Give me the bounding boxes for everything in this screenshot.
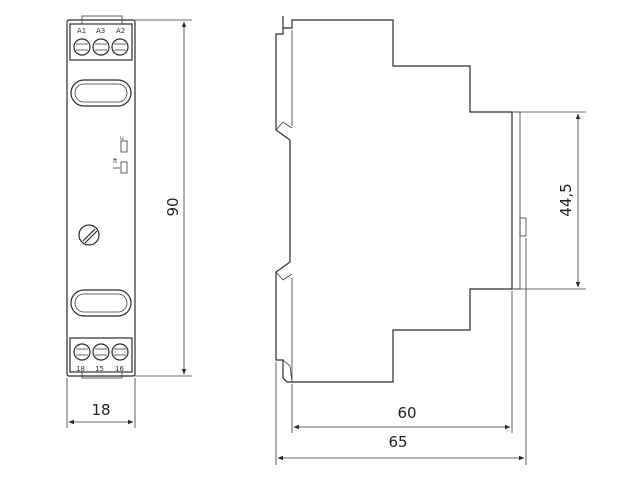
terminal-label-a1: A1 xyxy=(77,27,86,35)
din-clip-detail xyxy=(275,121,293,281)
bottom-screw-terminals xyxy=(73,343,129,361)
dimension-label-65: 65 xyxy=(388,433,407,451)
indicator-ft xyxy=(120,161,128,174)
dimension-label-90: 90 xyxy=(164,197,182,216)
top-screw-terminals xyxy=(73,38,129,56)
bottom-clip xyxy=(81,371,123,379)
top-clip xyxy=(81,15,123,25)
terminal-label-15: 15 xyxy=(95,365,104,373)
side-profile xyxy=(275,16,513,383)
dimension-height: 90 xyxy=(135,19,192,377)
dimension-depth-total: 65 xyxy=(275,238,527,465)
terminal-label-16: 16 xyxy=(115,365,124,373)
indicator-u xyxy=(120,140,128,153)
knob-profile xyxy=(519,217,527,237)
front-view: A1 A3 A2 u ft xyxy=(66,15,136,379)
side-view xyxy=(275,16,527,383)
dimension-depth-body: 60 xyxy=(291,291,513,433)
symbol-ft: ft xyxy=(113,158,118,165)
top-slot xyxy=(70,79,132,107)
dimension-front-height: 44,5 xyxy=(514,111,586,290)
bottom-clip-detail xyxy=(282,359,293,383)
top-slot-inner xyxy=(74,83,128,103)
dimension-label-18: 18 xyxy=(91,401,110,419)
front-body xyxy=(66,19,136,377)
bottom-slot-inner xyxy=(74,293,128,313)
terminal-label-a3: A3 xyxy=(96,27,105,35)
dimension-label-60: 60 xyxy=(397,404,416,422)
dimension-label-44-5: 44,5 xyxy=(557,183,575,216)
potentiometer-knob xyxy=(78,224,100,246)
symbol-u: u xyxy=(120,135,124,142)
dimension-width: 18 xyxy=(66,378,136,428)
bottom-slot xyxy=(70,289,132,317)
terminal-label-18: 18 xyxy=(76,365,85,373)
terminal-label-a2: A2 xyxy=(116,27,125,35)
